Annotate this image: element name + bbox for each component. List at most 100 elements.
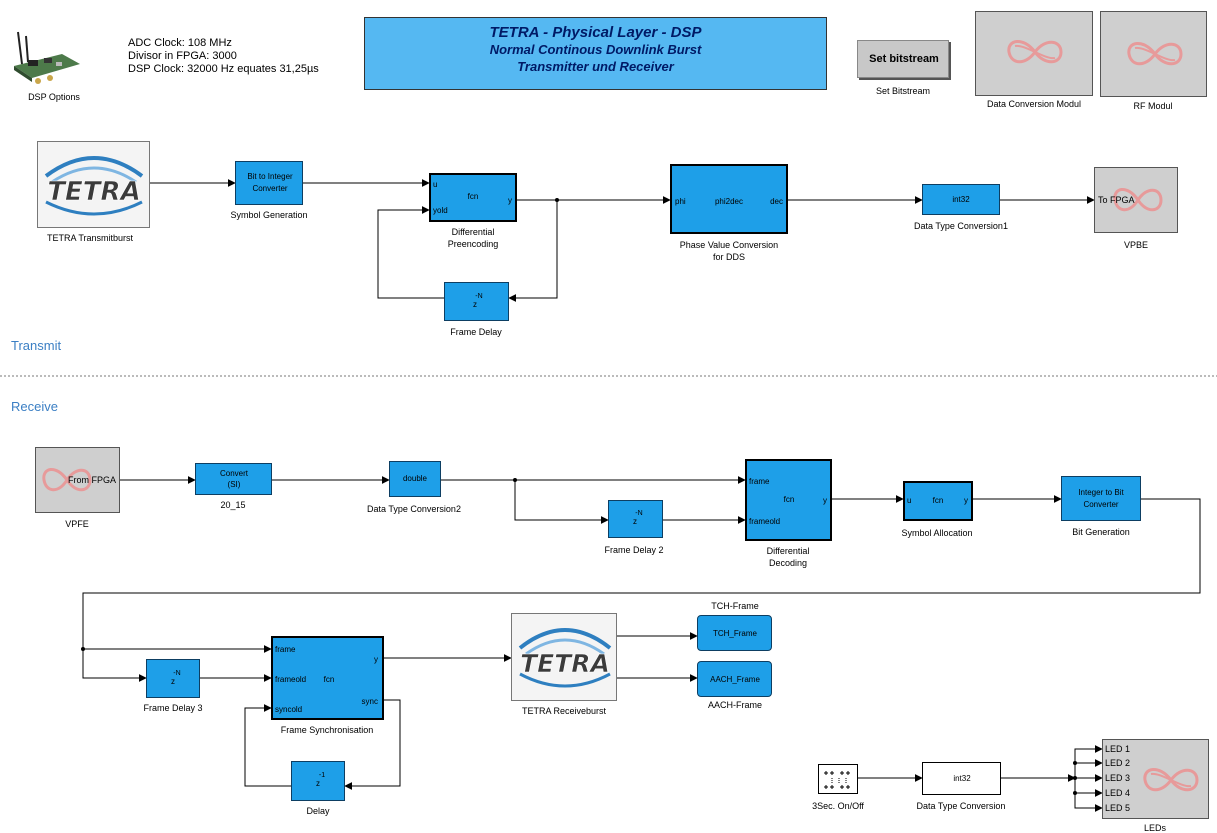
subsystem-infinity-icon xyxy=(42,468,92,492)
port-frame: frame xyxy=(275,645,296,654)
delay-superscript: -N xyxy=(635,510,643,517)
rf-modul-block[interactable] xyxy=(1100,11,1207,97)
clock-info: ADC Clock: 108 MHz Divisor in FPGA: 3000… xyxy=(128,37,319,76)
tetra-transmitburst-caption: TETRA Transmitburst xyxy=(46,233,134,243)
title-line-3: Transmitter und Receiver xyxy=(517,59,674,74)
port-syncold: syncold xyxy=(275,705,303,714)
subsystem-infinity-icon xyxy=(1113,188,1163,212)
vpbe-block[interactable]: To FPGA xyxy=(1094,167,1178,233)
decoding-caption: Decoding xyxy=(768,558,808,568)
frame-delay-block[interactable]: -N z xyxy=(444,282,509,321)
port-phi: phi xyxy=(675,197,686,206)
integer-to-bit-line1: Integer to Bit xyxy=(1078,488,1124,497)
tetra-receiveburst-block[interactable]: TETRA xyxy=(511,613,617,701)
dsp-options-label: DSP Options xyxy=(28,92,80,102)
dsp-options-block[interactable]: DSP Options xyxy=(8,28,88,102)
title-line-2: Normal Continous Downlink Burst xyxy=(489,42,702,57)
delay-z: z xyxy=(473,300,477,309)
data-type-conversion1-caption: Data Type Conversion1 xyxy=(914,221,1008,231)
frame-delay-2-caption: Frame Delay 2 xyxy=(604,545,664,555)
port-from-fpga: From FPGA xyxy=(67,475,116,485)
data-type-conversion-caption: Data Type Conversion xyxy=(916,801,1006,811)
fcn-label: fcn xyxy=(932,496,944,505)
delay-z: z xyxy=(171,677,175,686)
port-led-3: LED 3 xyxy=(1105,773,1131,783)
int32-conversion1-block[interactable]: int32 xyxy=(922,184,1000,215)
port-yold: yold xyxy=(433,206,448,215)
differential-preencoding-block[interactable]: u yold fcn y xyxy=(429,173,517,222)
port-y: y xyxy=(508,196,512,205)
for-dds-caption: for DDS xyxy=(712,252,746,262)
bit-generation-caption: Bit Generation xyxy=(1072,527,1130,537)
on-off-pulse-generator-block[interactable] xyxy=(818,764,858,794)
frame-delay-2-block[interactable]: -N z xyxy=(608,500,663,538)
tetra-transmitburst-block[interactable]: TETRA xyxy=(37,141,150,228)
tetra-logo-icon: TETRA xyxy=(44,156,144,216)
bit-to-integer-line1: Bit to Integer xyxy=(247,172,293,181)
fpga-divisor-text: Divisor in FPGA: 3000 xyxy=(128,50,237,62)
int32-label: int32 xyxy=(952,195,970,204)
title-line-1: TETRA - Physical Layer - DSP xyxy=(489,24,702,41)
subsystem-infinity-icon xyxy=(1007,40,1063,64)
vpbe-caption: VPBE xyxy=(1123,240,1149,250)
port-sync: sync xyxy=(361,697,378,706)
diagram-title-block: TETRA - Physical Layer - DSP Normal Cont… xyxy=(364,17,827,90)
data-conversion-modul-caption: Data Conversion Modul xyxy=(986,99,1082,109)
phase-value-caption: Phase Value Conversion xyxy=(679,240,779,250)
set-bitstream-button[interactable]: Set bitstream xyxy=(857,40,949,78)
tetra-logo-text: TETRA xyxy=(47,177,140,207)
convert-si-block[interactable]: Convert (SI) xyxy=(195,463,272,495)
frame-delay-3-caption: Frame Delay 3 xyxy=(143,703,203,713)
integer-to-bit-line2: Converter xyxy=(1083,500,1119,509)
differential-caption: Differential xyxy=(451,227,495,237)
tch-frame-output-block[interactable]: TCH_Frame xyxy=(697,615,772,651)
port-frameold: frameold xyxy=(275,675,307,684)
int32-conversion-block[interactable]: int32 xyxy=(922,762,1001,795)
circuit-board-icon xyxy=(14,31,80,84)
port-u: u xyxy=(433,180,438,189)
convert-line1: Convert xyxy=(219,469,249,478)
tetra-logo-icon: TETRA xyxy=(518,628,612,688)
delay-superscript: -N xyxy=(475,293,483,300)
adc-clock-text: ADC Clock: 108 MHz xyxy=(128,37,232,49)
port-led-5: LED 5 xyxy=(1105,803,1131,813)
data-conversion-modul-block[interactable] xyxy=(975,11,1093,96)
convert-line2: (SI) xyxy=(227,480,241,489)
preencoding-caption: Preencoding xyxy=(447,239,499,249)
port-led-1: LED 1 xyxy=(1105,744,1131,754)
unit-delay-block[interactable]: -1 z xyxy=(291,761,345,801)
frame-delay-3-block[interactable]: -N z xyxy=(146,659,200,698)
double-conversion-block[interactable]: double xyxy=(389,461,441,497)
aach-frame-caption: AACH-Frame xyxy=(707,700,763,710)
leds-caption: LEDs xyxy=(1143,823,1167,833)
pulse-pattern-icon xyxy=(824,771,850,789)
symbol-generation-caption: Symbol Generation xyxy=(230,210,308,220)
aach-frame-output-block[interactable]: AACH_Frame xyxy=(697,661,772,697)
port-y: y xyxy=(823,496,827,505)
frame-synchronisation-block[interactable]: frame frameold syncold fcn y sync xyxy=(271,636,384,720)
aach-frame-label: AACH_Frame xyxy=(710,675,760,684)
fcn-label: fcn xyxy=(467,192,479,201)
subsystem-infinity-icon xyxy=(1127,42,1183,66)
receive-section-label: Receive xyxy=(11,399,58,414)
phi2dec-label: phi2dec xyxy=(714,197,744,206)
symbol-allocation-block[interactable]: u fcn y xyxy=(903,481,973,521)
vpfe-block[interactable]: From FPGA xyxy=(35,447,120,513)
on-off-caption: 3Sec. On/Off xyxy=(812,801,864,811)
bit-to-integer-block[interactable]: Bit to Integer Converter xyxy=(235,161,303,205)
vpfe-caption: VPFE xyxy=(65,519,89,529)
delay-superscript: -N xyxy=(173,670,181,677)
phase-value-conversion-block[interactable]: phi phi2dec dec xyxy=(670,164,788,234)
convert-caption: 20_15 xyxy=(220,500,246,510)
leds-block[interactable]: LED 1 LED 2 LED 3 LED 4 LED 5 xyxy=(1102,739,1209,819)
integer-to-bit-block[interactable]: Integer to Bit Converter xyxy=(1061,476,1141,521)
bit-to-integer-line2: Converter xyxy=(252,184,288,193)
delay-z: z xyxy=(316,779,320,788)
tetra-logo-text: TETRA xyxy=(520,649,610,678)
differential-decoding-block[interactable]: frame frameold fcn y xyxy=(745,459,832,541)
double-label: double xyxy=(402,474,428,483)
differential-caption: Differential xyxy=(766,546,810,556)
symbol-allocation-caption: Symbol Allocation xyxy=(901,528,973,538)
delay-superscript: -1 xyxy=(318,772,326,779)
